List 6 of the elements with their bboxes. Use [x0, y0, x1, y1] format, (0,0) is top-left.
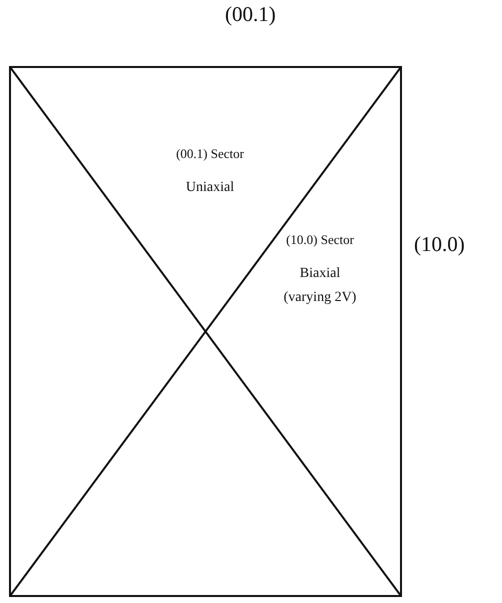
sector-heading: (00.1) Sector [175, 146, 245, 162]
sector-description: Uniaxial [184, 180, 236, 196]
sector-heading: (10.0) Sector [285, 232, 355, 248]
sector-description: Biaxial (varying 2V) [282, 265, 358, 307]
direction-label: (00.1) [225, 2, 276, 27]
direction-label: (10.0) [414, 232, 465, 257]
